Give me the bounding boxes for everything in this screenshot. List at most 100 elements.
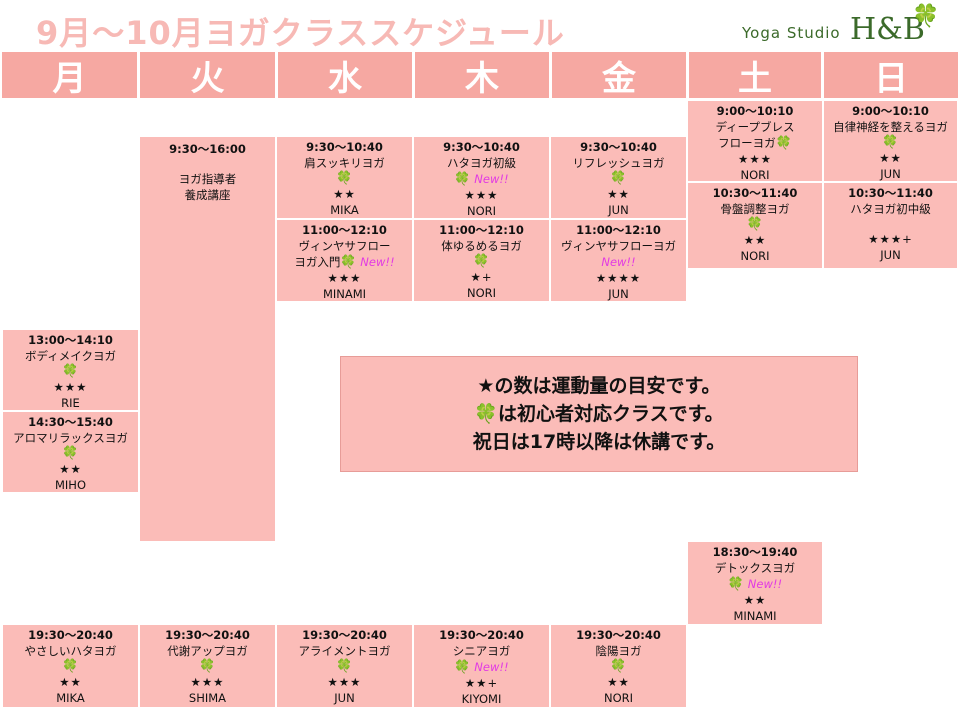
clover-icon: 🍀 bbox=[62, 364, 79, 379]
new-badge: New!! bbox=[601, 255, 636, 269]
class-cell[interactable]: 19:30～20:40 アライメントヨガ 🍀 ★★★ JUN bbox=[276, 624, 413, 708]
teacher-name: MINAMI bbox=[733, 609, 777, 623]
class-name: ハタヨガ初中級 bbox=[850, 202, 931, 216]
intensity-stars: ★★ bbox=[607, 675, 630, 689]
legend-note: ★の数は運動量の目安です。 🍀は初心者対応クラスです。 祝日は17時以降は休講で… bbox=[340, 356, 858, 472]
new-line: 🍀 New!! bbox=[728, 576, 782, 592]
class-cell[interactable]: 19:30～20:40 代謝アップヨガ 🍀 ★★★ SHIMA bbox=[139, 624, 276, 708]
class-time: 9:30～10:40 bbox=[306, 140, 383, 154]
class-time: 19:30～20:40 bbox=[28, 628, 113, 642]
teacher-name: NORI bbox=[740, 249, 770, 263]
intensity-stars: ★★ bbox=[607, 187, 630, 201]
class-time: 11:00～12:10 bbox=[302, 223, 387, 237]
class-cell[interactable]: 10:30～11:40 骨盤調整ヨガ 🍀 ★★ NORI bbox=[687, 182, 823, 269]
class-cell[interactable]: 13:00～14:10 ボディメイクヨガ 🍀 ★★★ RIE bbox=[2, 329, 139, 411]
teacher-name: MIKA bbox=[330, 203, 359, 217]
class-name: デトックスヨガ bbox=[714, 561, 796, 575]
intensity-stars: ★★★ bbox=[327, 675, 362, 689]
class-cell[interactable]: 9:30～10:40 肩スッキリヨガ 🍀 ★★ MIKA bbox=[276, 136, 413, 219]
intensity-stars: ★★ bbox=[59, 462, 82, 476]
class-time: 19:30～20:40 bbox=[302, 628, 387, 642]
teacher-name: SHIMA bbox=[188, 691, 227, 705]
class-time: 19:30～20:40 bbox=[439, 628, 524, 642]
page-title: 9月～10月ヨガクラススケジュール bbox=[36, 14, 565, 52]
intensity-stars: ★★★ bbox=[327, 271, 362, 285]
logo-mark: H&B bbox=[850, 12, 925, 47]
teacher-name: RIE bbox=[61, 396, 80, 410]
class-time: 9:30～10:40 bbox=[580, 140, 657, 154]
class-cell[interactable]: 11:00～12:10 体ゆるめるヨガ 🍀 ★+ NORI bbox=[413, 219, 550, 302]
day-header-sat: 土 bbox=[689, 52, 821, 99]
intensity-stars: ★★★ bbox=[53, 380, 88, 394]
class-name: 代謝アップヨガ bbox=[167, 644, 248, 658]
new-badge: New!! bbox=[360, 255, 395, 269]
class-time: 11:00～12:10 bbox=[576, 223, 661, 237]
class-name: 自律神経を整えるヨガ bbox=[833, 120, 948, 134]
class-cell[interactable]: 9:00～10:10 ディープブレス フローヨガ🍀 ★★★ NORI bbox=[687, 100, 823, 182]
teacher-name: JUN bbox=[334, 691, 355, 705]
new-badge: New!! bbox=[747, 577, 783, 591]
class-name-line2: フローヨガ🍀 bbox=[718, 136, 792, 151]
day-header-mon: 月 bbox=[2, 52, 137, 99]
class-cell[interactable]: 10:30～11:40 ハタヨガ初中級 ★★★+ JUN bbox=[823, 182, 958, 269]
class-cell[interactable]: 9:00～10:10 自律神経を整えるヨガ 🍀 ★★ JUN bbox=[823, 100, 958, 182]
class-time: 19:30～20:40 bbox=[165, 628, 250, 642]
class-cell[interactable]: 9:30～10:40 ハタヨガ初級 🍀 New!! ★★★ NORI bbox=[413, 136, 550, 219]
clover-icon: 🍀 bbox=[62, 659, 79, 674]
new-badge: New!! bbox=[474, 172, 509, 186]
class-name: アロマリラックスヨガ bbox=[13, 431, 128, 445]
clover-logo-icon: 🍀 bbox=[912, 4, 940, 29]
class-cell[interactable]: 19:30～20:40 やさしいハタヨガ 🍀 ★★ MIKA bbox=[2, 624, 139, 708]
class-name: ボディメイクヨガ bbox=[25, 349, 116, 363]
teacher-name: JUN bbox=[880, 167, 901, 181]
class-name: ヨガ指導者 bbox=[178, 172, 237, 186]
class-time: 10:30～11:40 bbox=[848, 186, 933, 200]
studio-logo: Yoga Studio H&B 🍀 bbox=[742, 4, 952, 50]
clover-icon: 🍀 bbox=[775, 136, 792, 151]
class-time: 10:30～11:40 bbox=[712, 186, 798, 200]
teacher-name: NORI bbox=[466, 204, 497, 218]
intensity-stars: ★★ bbox=[879, 151, 902, 165]
class-name-line2: 養成講座 bbox=[184, 188, 231, 202]
class-name: ヴィンヤサフローヨガ bbox=[561, 239, 676, 253]
note-line-holiday: 祝日は17時以降は休講です。 bbox=[472, 431, 726, 453]
class-cell[interactable]: 9:30～10:40 リフレッシュヨガ 🍀 ★★ JUN bbox=[550, 136, 687, 219]
teacher-name: MINAMI bbox=[322, 287, 367, 301]
teacher-name: MIHO bbox=[54, 478, 86, 492]
class-name: アライメントヨガ bbox=[298, 644, 391, 658]
class-name: ヴィンヤサフロー bbox=[298, 239, 391, 253]
class-name-line2: ヨガ入門🍀 New!! bbox=[294, 255, 395, 270]
intensity-stars: ★★★ bbox=[464, 188, 499, 202]
class-name: 陰陽ヨガ bbox=[595, 644, 642, 658]
class-time: 9:00～10:10 bbox=[716, 104, 794, 118]
intensity-stars: ★★★ bbox=[738, 152, 772, 166]
teacher-name: MIKA bbox=[56, 691, 85, 705]
class-cell[interactable]: 18:30～19:40 デトックスヨガ 🍀 New!! ★★ MINAMI bbox=[687, 541, 823, 625]
class-cell-teacher-training[interactable]: 9:30～16:00 ヨガ指導者 養成講座 bbox=[139, 136, 276, 542]
clover-icon: 🍀 bbox=[610, 171, 627, 186]
new-line: 🍀 New!! bbox=[454, 171, 508, 187]
day-header-fri: 金 bbox=[552, 52, 686, 99]
class-cell[interactable]: 14:30～15:40 アロマリラックスヨガ 🍀 ★★ MIHO bbox=[2, 411, 139, 493]
class-name: やさしいハタヨガ bbox=[24, 644, 117, 658]
class-time: 14:30～15:40 bbox=[28, 415, 113, 429]
class-cell[interactable]: 19:30～20:40 シニアヨガ 🍀 New!! ★★+ KIYOMI bbox=[413, 624, 550, 708]
day-header-thu: 木 bbox=[415, 52, 549, 99]
clover-icon: 🍀 bbox=[454, 660, 471, 675]
class-cell[interactable]: 11:00～12:10 ヴィンヤサフロー ヨガ入門🍀 New!! ★★★ MIN… bbox=[276, 219, 413, 302]
class-name: 骨盤調整ヨガ bbox=[720, 202, 790, 216]
clover-icon: 🍀 bbox=[199, 659, 216, 674]
intensity-stars: ★★ bbox=[743, 233, 767, 247]
day-header-sun: 日 bbox=[824, 52, 958, 99]
class-name: リフレッシュヨガ bbox=[572, 156, 665, 170]
clover-icon: 🍀 bbox=[336, 659, 353, 674]
class-cell[interactable]: 11:00～12:10 ヴィンヤサフローヨガ New!! ★★★★ JUN bbox=[550, 219, 687, 302]
class-cell[interactable]: 19:30～20:40 陰陽ヨガ 🍀 ★★ NORI bbox=[550, 624, 687, 708]
note-line-stars: ★の数は運動量の目安です。 bbox=[477, 375, 721, 397]
new-line: 🍀 New!! bbox=[454, 659, 508, 675]
intensity-stars: ★+ bbox=[470, 270, 493, 284]
clover-icon: 🍀 bbox=[336, 171, 353, 186]
class-time: 18:30～19:40 bbox=[712, 545, 798, 559]
teacher-name: NORI bbox=[740, 168, 770, 182]
teacher-name: JUN bbox=[608, 203, 629, 217]
